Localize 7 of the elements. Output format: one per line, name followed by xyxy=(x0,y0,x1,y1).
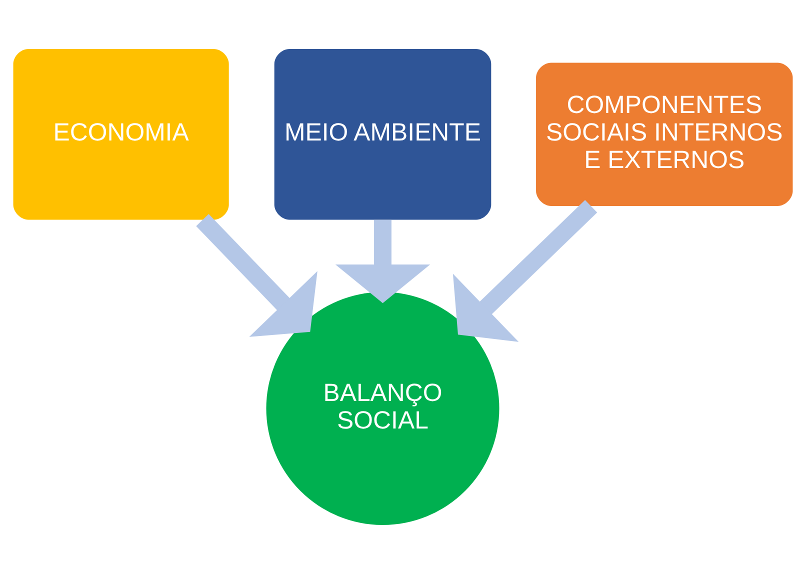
arrow xyxy=(335,220,430,304)
node-box: ECONOMIA xyxy=(13,48,229,220)
arrow xyxy=(452,200,598,342)
node-box: MEIO AMBIENTE xyxy=(274,48,492,220)
node-box: COMPONENTES SOCIAIS INTERNOS E EXTERNOS xyxy=(536,62,793,206)
arrow xyxy=(196,214,318,337)
node-circle: BALANÇO SOCIAL xyxy=(266,292,500,526)
